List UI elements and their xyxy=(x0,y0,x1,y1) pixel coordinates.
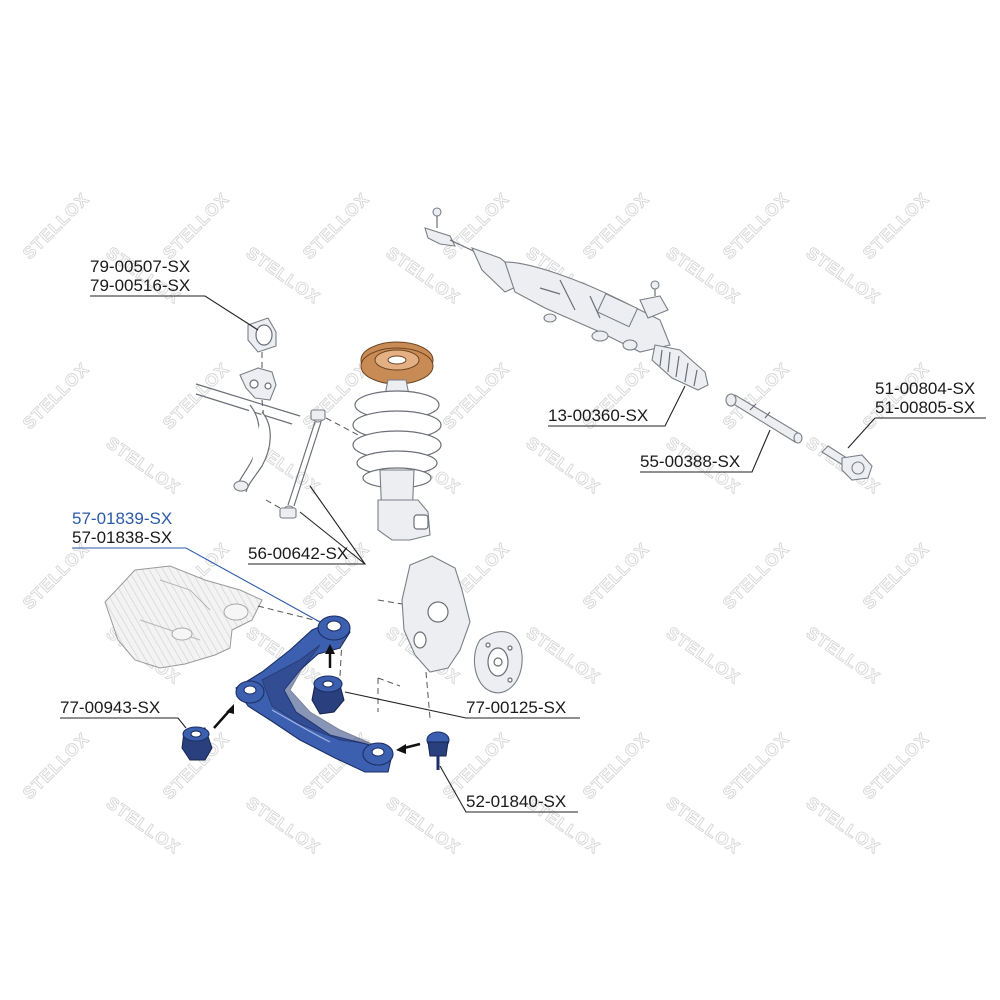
watermark-logo: STELLOX xyxy=(859,729,933,803)
watermark-logo: STELLOX xyxy=(299,189,373,263)
watermark-logo: STELLOX xyxy=(719,539,793,613)
watermark-logo: STELLOX xyxy=(19,539,93,613)
watermark-logo: STELLOX xyxy=(579,539,653,613)
watermark-logo: STELLOX xyxy=(859,189,933,263)
label-52-01840-sx: 52-01840-SX xyxy=(466,792,566,811)
label-77-00125-sx: 77-00125-SX xyxy=(466,698,566,717)
stabilizer-bar xyxy=(195,383,301,493)
watermark-logo: STELLOX xyxy=(523,433,604,498)
watermark-logo: STELLOX xyxy=(19,189,93,263)
label-56-00642-sx: 56-00642-SX xyxy=(248,544,348,563)
label-79-00507-sx: 79-00507-SX xyxy=(90,257,190,276)
label-77-00943-sx: 77-00943-SX xyxy=(60,698,160,717)
label-57-01839-sx: 57-01839-SX xyxy=(72,509,172,528)
stabilizer-bushing xyxy=(239,317,277,401)
leader-lines xyxy=(60,295,986,813)
watermark-logo: STELLOX xyxy=(663,623,744,688)
label-79-00516-sx: 79-00516-SX xyxy=(90,276,190,295)
watermark-logo: STELLOX xyxy=(719,729,793,803)
subframe xyxy=(104,565,263,669)
watermark-logo: STELLOX xyxy=(103,433,184,498)
watermark-logo: STELLOX xyxy=(803,623,884,688)
watermark-logo: STELLOX xyxy=(719,189,793,263)
label-51-00804-sx: 51-00804-SX xyxy=(875,379,975,398)
assembly-arrows xyxy=(213,644,421,754)
steering-rack xyxy=(424,207,709,391)
steering-knuckle xyxy=(401,555,523,694)
watermark-logo: STELLOX xyxy=(439,359,513,433)
label-51-00805-sx: 51-00805-SX xyxy=(875,398,975,417)
ball-joint xyxy=(426,731,450,770)
watermark-logo: STELLOX xyxy=(579,729,653,803)
label-55-00388-sx: 55-00388-SX xyxy=(640,452,740,471)
stabilizer-link xyxy=(279,409,326,519)
watermark-logo: STELLOX xyxy=(859,539,933,613)
watermark-logo: STELLOX xyxy=(159,189,233,263)
watermark-logo: STELLOX xyxy=(579,189,653,263)
watermark-logo: STELLOX xyxy=(19,729,93,803)
label-57-01838-sx: 57-01838-SX xyxy=(72,528,172,547)
tie-rod xyxy=(725,393,803,444)
label-13-00360-sx: 13-00360-SX xyxy=(548,406,648,425)
watermark-logo: STELLOX xyxy=(159,359,233,433)
arm-bushing-rear xyxy=(311,675,345,715)
tie-rod-end xyxy=(821,445,873,481)
strut-assembly xyxy=(352,341,442,541)
watermark-logo: STELLOX xyxy=(19,359,93,433)
part-labels: 79-00507-SX 79-00516-SX 13-00360-SX 51-0… xyxy=(60,257,975,811)
watermark-logo: STELLOX xyxy=(523,623,604,688)
arm-bushing-front xyxy=(181,726,213,761)
control-arm xyxy=(235,615,394,773)
